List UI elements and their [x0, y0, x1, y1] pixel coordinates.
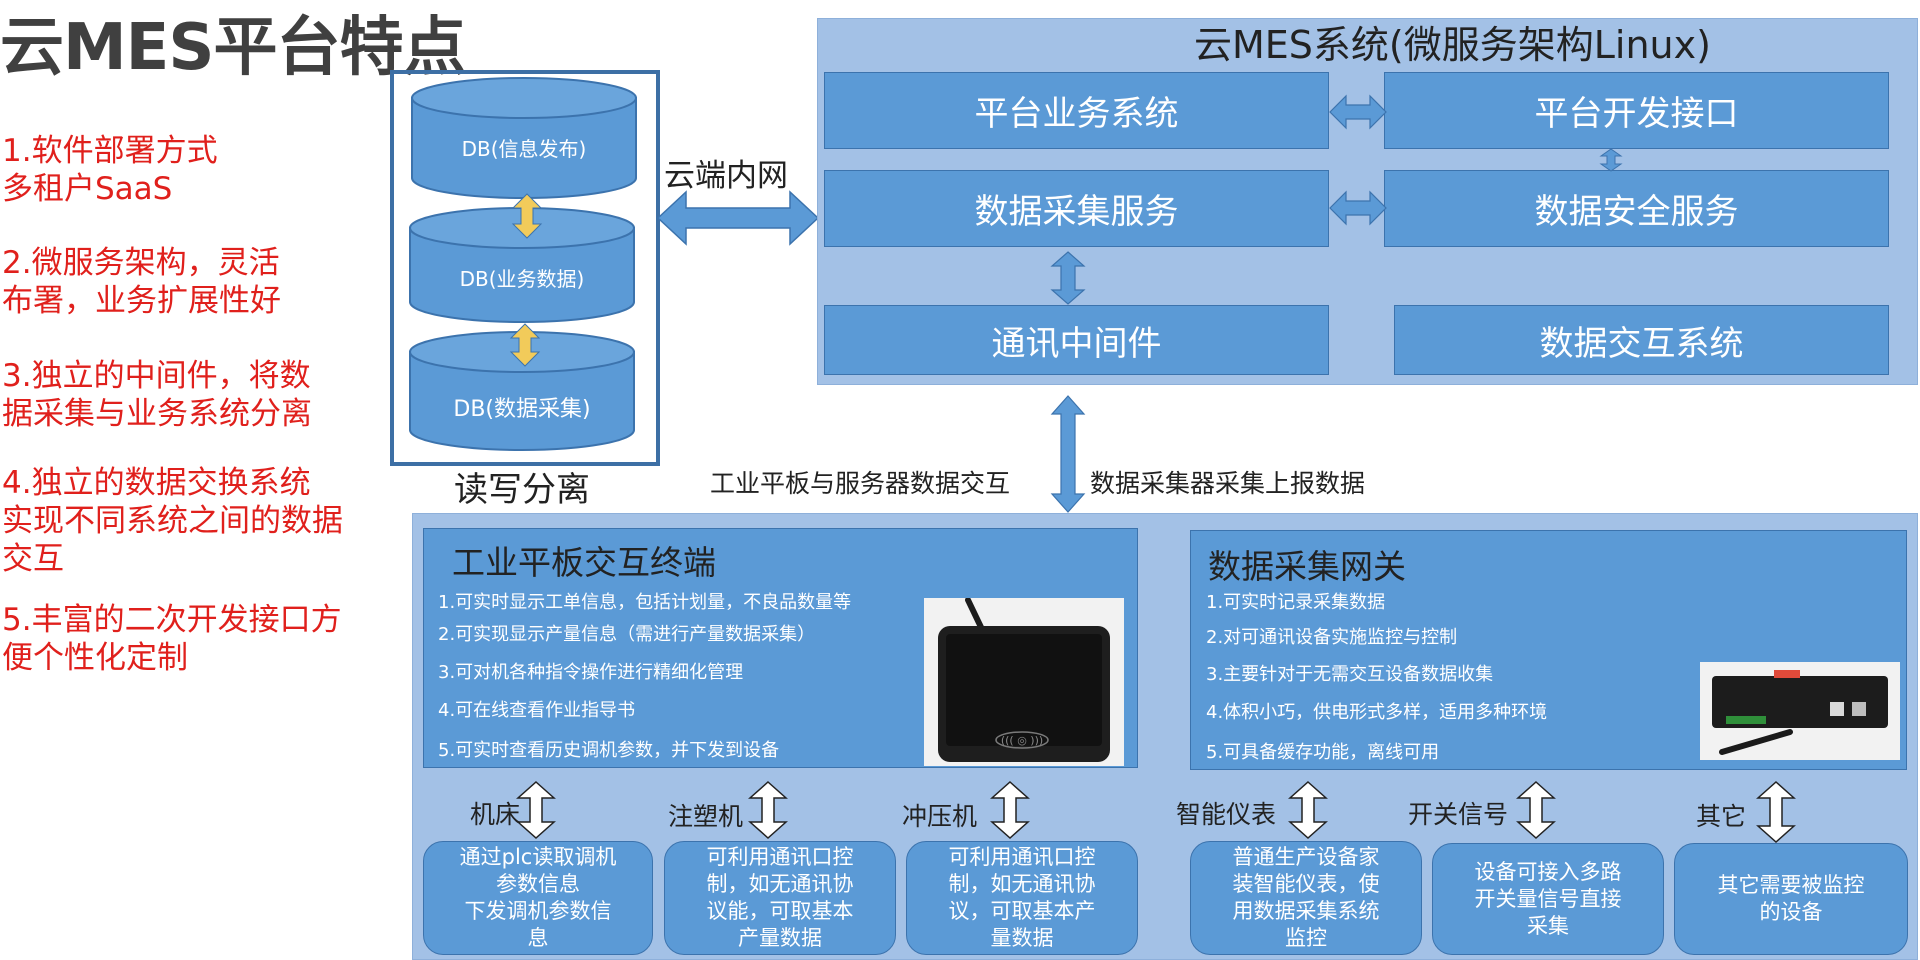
tablet-item-5: 5.可实时查看历史调机参数，并下发到设备 — [438, 740, 780, 761]
svg-text:((( ◎ ))): ((( ◎ ))) — [1001, 734, 1043, 747]
platform-business-system: 平台业务系统 — [824, 72, 1329, 149]
tablet-server-label: 工业平板与服务器数据交互 — [710, 469, 1011, 498]
db-collect-cylinder: DB(数据采集) — [409, 331, 635, 451]
device-3-desc-line-2: 制，如无通讯协 — [948, 872, 1096, 896]
device-6-desc-line-1: 其它需要被监控 — [1717, 873, 1865, 897]
feature-4-line-1: 4.独立的数据交换系统 — [2, 465, 311, 501]
collect-security-arrow-icon — [1329, 190, 1387, 226]
device-1-desc-line-3: 下发调机参数信 — [464, 899, 612, 923]
device-4-desc-line-4: 监控 — [1285, 926, 1327, 950]
feature-3-line-2: 据采集与业务系统分离 — [2, 396, 312, 432]
device-desc-switch: 设备可接入多路 开关量信号直接 采集 — [1432, 843, 1664, 955]
collect-middleware-arrow-icon — [1050, 251, 1086, 305]
device-arrow-4-icon — [1288, 780, 1328, 840]
device-arrow-3-icon — [990, 780, 1030, 840]
gateway-item-1: 1.可实时记录采集数据 — [1206, 592, 1386, 613]
tablet-item-1: 1.可实时显示工单信息，包括计划量，不良品数量等 — [438, 592, 852, 613]
gateway-item-5: 5.可具备缓存功能，离线可用 — [1206, 742, 1440, 763]
db-business-label: DB(业务数据) — [460, 267, 585, 291]
device-label-injection: 注塑机 — [668, 802, 744, 831]
feature-4-line-3: 交互 — [2, 541, 64, 577]
feature-1-line-2: 多租户SaaS — [2, 171, 173, 207]
db-arrow-1-icon — [511, 193, 543, 239]
gateway-item-3: 3.主要针对于无需交互设备数据收集 — [1206, 664, 1494, 685]
db-collect-label: DB(数据采集) — [453, 397, 590, 422]
device-desc-other: 其它需要被监控 的设备 — [1674, 843, 1908, 955]
device-2-desc-line-4: 产量数据 — [738, 926, 822, 950]
cloud-edge-arrow-icon — [1050, 395, 1086, 513]
device-label-machine-tool: 机床 — [470, 800, 521, 829]
feature-3: 3.独立的中间件，将数 据采集与业务系统分离 — [2, 357, 312, 433]
tablet-item-3: 3.可对机各种指令操作进行精细化管理 — [438, 662, 744, 683]
device-5-desc-line-2: 开关量信号直接 — [1474, 886, 1622, 911]
device-4-desc-line-2: 装智能仪表，使 — [1232, 872, 1380, 896]
feature-5-line-1: 5.丰富的二次开发接口方 — [2, 602, 342, 638]
gateway-item-2: 2.对可通讯设备实施监控与控制 — [1206, 627, 1458, 648]
device-2-desc-line-3: 议能，可取基本 — [706, 899, 854, 923]
device-arrow-5-icon — [1516, 780, 1556, 840]
device-3-desc-line-4: 量数据 — [990, 926, 1054, 950]
communication-middleware: 通讯中间件 — [824, 305, 1329, 375]
cloud-mes-title: 云MES系统(微服务架构Linux) — [1194, 23, 1711, 67]
feature-2-line-2: 布署，业务扩展性好 — [2, 283, 281, 319]
tablet-item-4: 4.可在线查看作业指导书 — [438, 700, 636, 721]
db-info-label: DB(信息发布) — [462, 137, 587, 161]
device-6-desc-line-2: 的设备 — [1759, 900, 1823, 924]
device-desc-injection: 可利用通讯口控 制，如无通讯协 议能，可取基本 产量数据 — [664, 841, 896, 955]
cloud-intranet-arrow-icon — [656, 190, 820, 246]
page-title: 云MES平台特点 — [0, 11, 466, 85]
device-label-meter: 智能仪表 — [1176, 800, 1277, 829]
device-3-desc-line-1: 可利用通讯口控 — [948, 845, 1096, 869]
biz-dev-arrow-icon — [1329, 94, 1387, 130]
device-2-desc-line-2: 制，如无通讯协 — [706, 872, 854, 896]
feature-4: 4.独立的数据交换系统 实现不同系统之间的数据 交互 — [2, 464, 343, 578]
feature-3-line-1: 3.独立的中间件，将数 — [2, 358, 311, 394]
device-5-desc-line-3: 采集 — [1527, 913, 1569, 938]
feature-2-line-1: 2.微服务架构，灵活 — [2, 245, 280, 281]
tablet-device-image: ((( ◎ ))) — [924, 598, 1124, 766]
dev-security-arrow-icon — [1599, 148, 1623, 172]
db-info-cylinder: DB(信息发布) — [411, 77, 637, 199]
database-frame — [390, 70, 660, 466]
device-arrow-2-icon — [748, 780, 788, 840]
device-1-desc-line-4: 息 — [527, 926, 549, 950]
feature-5-line-2: 便个性化定制 — [2, 640, 188, 676]
feature-1-line-1: 1.软件部署方式 — [2, 133, 218, 169]
device-desc-meter: 普通生产设备家 装智能仪表，使 用数据采集系统 监控 — [1190, 841, 1422, 955]
device-label-switch: 开关信号 — [1408, 800, 1509, 829]
collector-report-label: 数据采集器采集上报数据 — [1090, 469, 1366, 498]
device-desc-punch: 可利用通讯口控 制，如无通讯协 议，可取基本产 量数据 — [906, 841, 1138, 955]
gateway-item-4: 4.体积小巧，供电形式多样，适用多种环境 — [1206, 702, 1548, 723]
tablet-title: 工业平板交互终端 — [452, 543, 716, 582]
feature-5: 5.丰富的二次开发接口方 便个性化定制 — [2, 601, 342, 677]
device-4-desc-line-1: 普通生产设备家 — [1232, 845, 1380, 869]
cloud-intranet-label: 云端内网 — [664, 158, 788, 194]
feature-4-line-2: 实现不同系统之间的数据 — [2, 503, 343, 539]
data-security-service: 数据安全服务 — [1384, 170, 1889, 247]
db-arrow-2-icon — [509, 323, 541, 367]
tablet-item-2: 2.可实现显示产量信息（需进行产量数据采集） — [438, 624, 816, 645]
gateway-device-image — [1700, 662, 1900, 760]
device-arrow-1-icon — [516, 780, 556, 840]
device-label-punch: 冲压机 — [902, 802, 978, 831]
device-5-desc-line-1: 设备可接入多路 — [1474, 859, 1622, 884]
read-write-label: 读写分离 — [454, 470, 590, 510]
device-4-desc-line-3: 用数据采集系统 — [1232, 899, 1380, 923]
device-3-desc-line-3: 议，可取基本产 — [948, 899, 1096, 923]
data-exchange-system: 数据交互系统 — [1394, 305, 1889, 375]
device-desc-machine-tool: 通过plc读取调机 参数信息 下发调机参数信 息 — [423, 841, 653, 955]
feature-1: 1.软件部署方式 多租户SaaS — [2, 132, 218, 208]
feature-2: 2.微服务架构，灵活 布署，业务扩展性好 — [2, 244, 281, 320]
device-label-other: 其它 — [1696, 802, 1747, 831]
platform-dev-interface: 平台开发接口 — [1384, 72, 1889, 149]
gateway-title: 数据采集网关 — [1208, 547, 1406, 586]
device-1-desc-line-1: 通过plc读取调机 — [459, 845, 617, 869]
device-1-desc-line-2: 参数信息 — [496, 872, 580, 896]
device-2-desc-line-1: 可利用通讯口控 — [706, 845, 854, 869]
database-stack: DB(信息发布) DB(业务数据) DB(数据采集) — [409, 77, 637, 451]
device-arrow-6-icon — [1756, 780, 1796, 844]
data-collection-service: 数据采集服务 — [824, 170, 1329, 247]
